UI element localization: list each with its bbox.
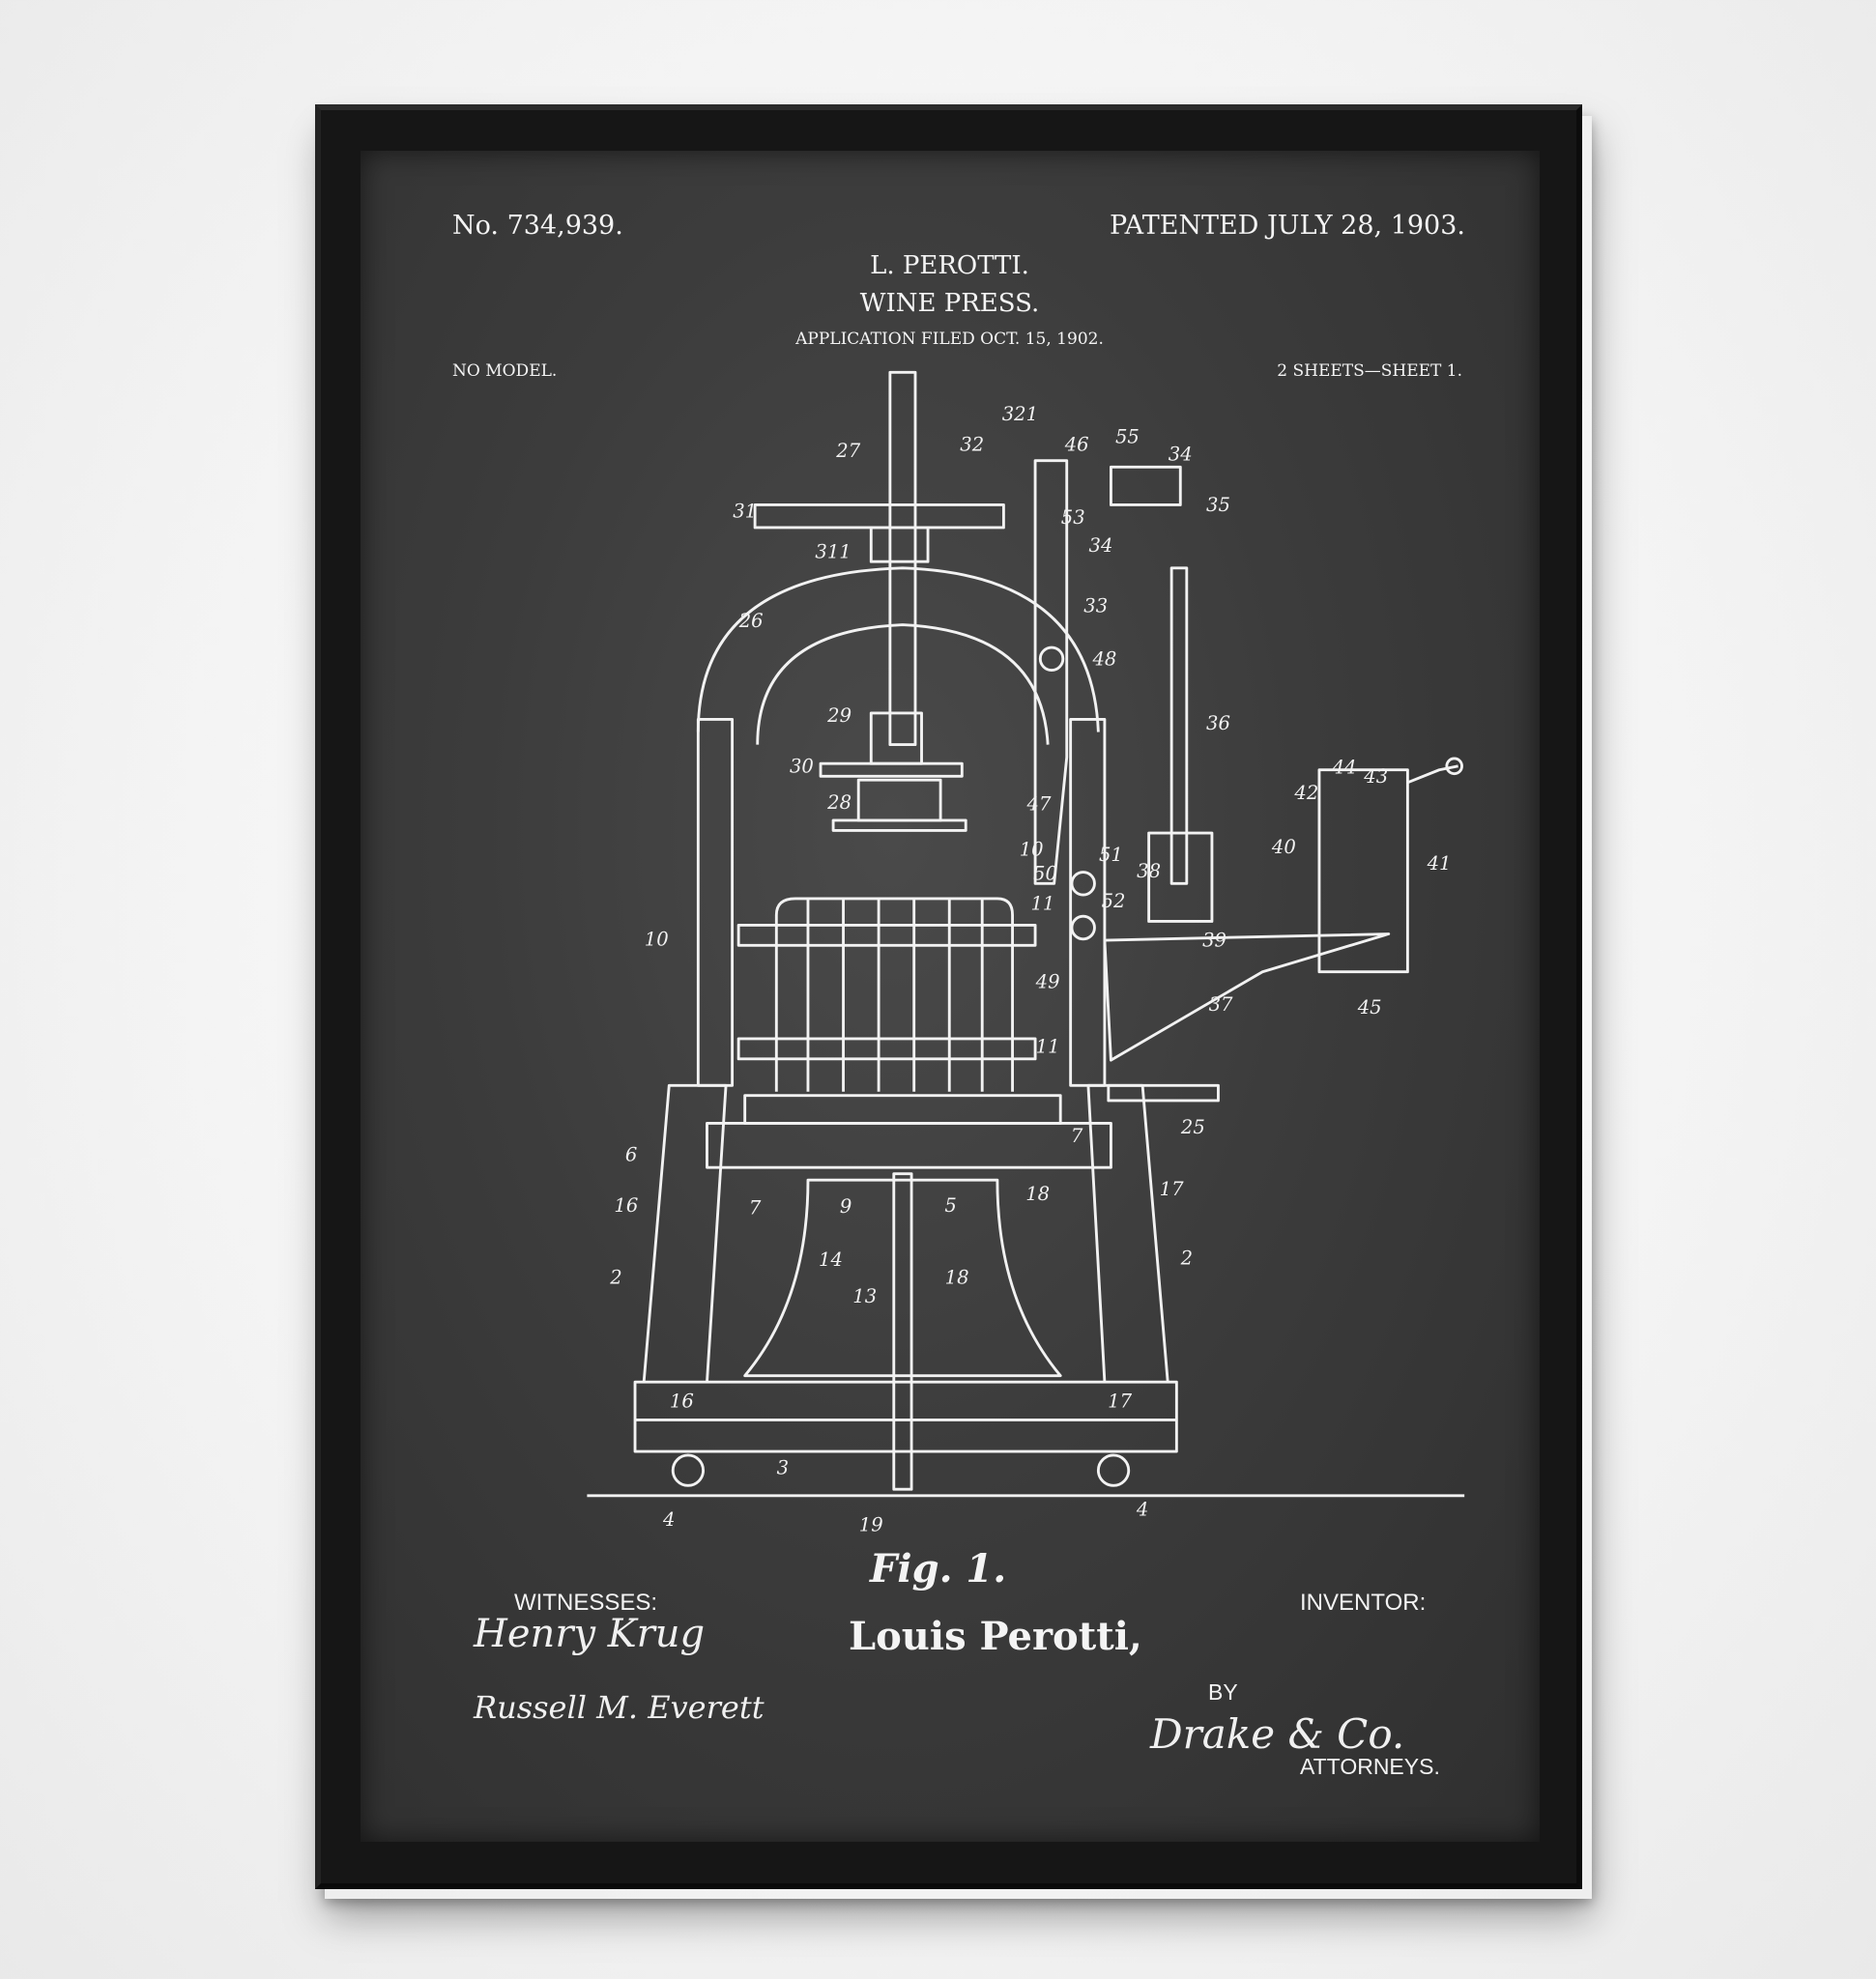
reference-numeral: 52 (1102, 890, 1126, 912)
witnesses-label: WITNESSES: (514, 1590, 658, 1616)
reference-numeral: 17 (1160, 1178, 1184, 1200)
reference-numeral: 30 (790, 755, 814, 777)
patent-number: No. 734,939. (452, 211, 623, 241)
reference-numeral: 44 (1332, 757, 1357, 779)
reference-numeral: 4 (662, 1508, 675, 1531)
reference-numeral: 40 (1271, 836, 1296, 858)
reference-numeral: 38 (1137, 860, 1161, 882)
inventor-name: Louis Perotti, (849, 1614, 1142, 1659)
sheets-note: 2 SHEETS—SHEET 1. (1277, 361, 1462, 381)
reference-numeral: 16 (614, 1194, 638, 1217)
reference-numeral: 7 (749, 1196, 762, 1219)
model-note: NO MODEL. (452, 361, 558, 381)
reference-numeral: 28 (826, 791, 851, 814)
reference-numeral: 25 (1180, 1116, 1205, 1138)
patent-title: WINE PRESS. (859, 289, 1040, 318)
patented-date: PATENTED JULY 28, 1903. (1109, 211, 1465, 241)
reference-numeral: 47 (1026, 793, 1052, 816)
reference-numeral: 42 (1293, 782, 1318, 804)
reference-numeral: 10 (645, 928, 669, 950)
reference-numeral: 2 (1180, 1248, 1193, 1270)
reference-numeral: 53 (1061, 506, 1085, 529)
attorney-signature: Drake & Co. (1150, 1710, 1405, 1758)
wine-press-illustration (587, 370, 1465, 1498)
inventor-short: L. PEROTTI. (870, 251, 1029, 280)
reference-numeral: 46 (1064, 433, 1089, 455)
reference-numeral: 11 (1030, 893, 1054, 915)
reference-numeral: 11 (1036, 1035, 1060, 1057)
reference-numeral: 51 (1099, 844, 1123, 866)
reference-numeral: 50 (1033, 862, 1057, 884)
reference-numeral: 49 (1035, 971, 1060, 993)
reference-numeral: 37 (1209, 993, 1233, 1016)
reference-numeral: 3 (777, 1457, 789, 1479)
reference-numeral: 43 (1363, 765, 1388, 788)
witness-signature-1: Henry Krug (474, 1612, 706, 1656)
reference-numeral: 27 (835, 440, 860, 462)
reference-numeral: 36 (1206, 712, 1230, 734)
attorneys-label: ATTORNEYS. (1300, 1754, 1440, 1779)
reference-numeral: 6 (625, 1144, 637, 1166)
reference-numeral: 321 (1002, 403, 1038, 425)
reference-numeral: 29 (826, 704, 851, 727)
reference-numeral: 34 (1089, 534, 1113, 557)
reference-numeral: 31 (733, 501, 757, 523)
figure-label: Fig. 1. (870, 1546, 1007, 1592)
reference-numeral: 14 (819, 1248, 843, 1271)
reference-numeral: 34 (1169, 444, 1193, 466)
reference-numeral: 17 (1108, 1390, 1132, 1412)
witness-signature-2: Russell M. Everett (474, 1689, 765, 1726)
reference-numeral: 5 (944, 1194, 956, 1217)
reference-numeral: 311 (815, 540, 851, 562)
by-label: BY (1208, 1679, 1238, 1705)
reference-numeral: 13 (852, 1285, 877, 1307)
reference-numeral: 19 (859, 1513, 883, 1535)
reference-numeral: 18 (945, 1266, 969, 1288)
reference-numeral: 18 (1025, 1183, 1050, 1205)
reference-numeral: 4 (1136, 1499, 1148, 1521)
reference-numeral: 33 (1083, 594, 1108, 617)
reference-numeral: 39 (1202, 930, 1227, 952)
application-filed: APPLICATION FILED OCT. 15, 1902. (795, 330, 1104, 349)
reference-numeral: 2 (609, 1266, 621, 1288)
reference-numeral: 55 (1115, 425, 1140, 447)
reference-numeral: 9 (840, 1195, 851, 1218)
inventor-label: INVENTOR: (1300, 1590, 1427, 1616)
reference-numeral: 41 (1427, 852, 1452, 875)
reference-numeral: 32 (960, 433, 984, 455)
reference-numeral: 16 (670, 1390, 694, 1412)
reference-numeral: 35 (1206, 494, 1230, 516)
reference-numeral: 45 (1357, 996, 1382, 1018)
reference-numeral: 48 (1091, 647, 1116, 670)
reference-numeral: 10 (1020, 839, 1044, 861)
reference-numeral: 26 (738, 610, 764, 632)
reference-numeral: 7 (1071, 1125, 1083, 1147)
